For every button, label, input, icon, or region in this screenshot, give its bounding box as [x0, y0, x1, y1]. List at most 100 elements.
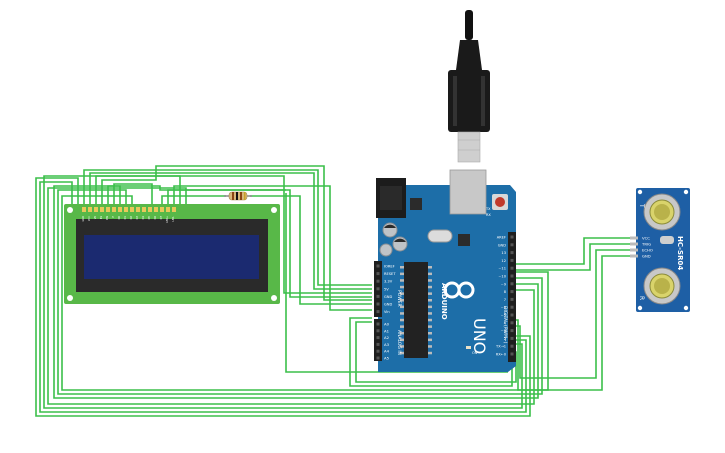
atmega-chip: [404, 262, 428, 358]
wire[interactable]: [349, 317, 513, 387]
lcd-pin[interactable]: [130, 207, 134, 212]
digital-pin[interactable]: [510, 266, 514, 270]
lcd-pin-label: D0: [118, 216, 121, 220]
lcd-pin[interactable]: [100, 207, 104, 212]
digital-pin[interactable]: [510, 282, 514, 286]
reset-button[interactable]: [495, 197, 505, 207]
analog-pin[interactable]: [376, 322, 380, 326]
sensor-pin[interactable]: [630, 242, 638, 246]
wire[interactable]: [101, 165, 372, 301]
wire[interactable]: [250, 195, 372, 305]
digital-pin-label: 2: [504, 337, 506, 341]
wire[interactable]: [57, 189, 543, 395]
analog-pin[interactable]: [376, 329, 380, 333]
wire[interactable]: [512, 255, 632, 391]
analog-pin-label: A2: [384, 335, 390, 340]
digital-pin[interactable]: [510, 305, 514, 309]
digital-pin[interactable]: [510, 321, 514, 325]
digital-pin[interactable]: [510, 290, 514, 294]
wire[interactable]: [53, 185, 539, 399]
power-pin[interactable]: [376, 302, 380, 306]
digital-pin[interactable]: [510, 235, 514, 239]
digital-pin[interactable]: [510, 251, 514, 255]
cable-strain: [465, 10, 473, 40]
digital-pin[interactable]: [510, 258, 514, 262]
power-pin[interactable]: [376, 264, 380, 268]
analog-pin[interactable]: [376, 356, 380, 360]
digital-pin[interactable]: [510, 243, 514, 247]
digital-pin-label: 8: [504, 290, 507, 294]
lcd-pin[interactable]: [136, 207, 140, 212]
lcd-pin[interactable]: [112, 207, 116, 212]
wire[interactable]: [43, 175, 523, 409]
wire[interactable]: [113, 183, 153, 210]
analog-pin[interactable]: [376, 349, 380, 353]
power-pin[interactable]: [376, 287, 380, 291]
sensor-pin-label: GND: [642, 254, 651, 259]
lcd-pin[interactable]: [142, 207, 146, 212]
power-pin-label: 5V: [384, 287, 389, 291]
lcd-pin[interactable]: [118, 207, 122, 212]
cable-boot: [456, 40, 482, 70]
lcd-pin[interactable]: [160, 207, 164, 212]
wire[interactable]: [167, 189, 286, 210]
analog-pin[interactable]: [376, 342, 380, 346]
digital-pin[interactable]: [510, 352, 514, 356]
lcd-pin-label: D5: [148, 216, 151, 220]
lcd-pin[interactable]: [94, 207, 98, 212]
lcd-pin[interactable]: [154, 207, 158, 212]
wire[interactable]: [173, 185, 372, 311]
analog-header: [374, 319, 382, 361]
lcd-screen: [84, 235, 259, 279]
power-pin[interactable]: [376, 272, 380, 276]
wire[interactable]: [514, 237, 632, 265]
sensor-pin[interactable]: [630, 236, 638, 240]
power-pin[interactable]: [376, 279, 380, 283]
lcd-pin[interactable]: [148, 207, 152, 212]
wire[interactable]: [35, 177, 531, 417]
digital-pin[interactable]: [510, 297, 514, 301]
digital-pin[interactable]: [510, 329, 514, 333]
power-pin[interactable]: [376, 310, 380, 314]
wire[interactable]: [47, 187, 535, 405]
digital-pin-label: ~10: [498, 275, 506, 279]
rx-label: RX: [486, 213, 491, 217]
resistor[interactable]: [224, 191, 252, 201]
mount-hole: [67, 207, 73, 213]
lcd-pin[interactable]: [166, 207, 170, 212]
lcd-pin[interactable]: [88, 207, 92, 212]
lcd-pin[interactable]: [172, 207, 176, 212]
digital-pin[interactable]: [510, 336, 514, 340]
analog-pin[interactable]: [376, 336, 380, 340]
sensor-pin[interactable]: [630, 254, 638, 258]
wire[interactable]: [61, 195, 549, 391]
digital-header: [508, 232, 516, 362]
lcd-pin[interactable]: [106, 207, 110, 212]
sensor-model-label: HC-SR04: [676, 236, 684, 270]
power-pin-label: GND: [384, 303, 392, 307]
wire[interactable]: [39, 181, 527, 413]
wire[interactable]: [514, 243, 632, 271]
sensor-pin[interactable]: [630, 248, 638, 252]
digital-pin[interactable]: [510, 344, 514, 348]
sensor-pin-label: VCC: [642, 236, 650, 241]
usb-cable[interactable]: [448, 10, 490, 163]
transducer-t: [643, 193, 681, 231]
analog-pin-label: A0: [384, 322, 390, 327]
digital-pin-label: AREF: [497, 236, 506, 240]
tx-label: TX: [485, 207, 491, 211]
lcd-pin-label: VCC: [88, 216, 91, 221]
wire[interactable]: [83, 169, 372, 286]
transducer-r: [643, 267, 681, 305]
digital-pin[interactable]: [510, 274, 514, 278]
lcd-pin[interactable]: [124, 207, 128, 212]
lcd-pin[interactable]: [82, 207, 86, 212]
digital-pin-label: ~5: [501, 314, 506, 318]
digital-pin[interactable]: [510, 313, 514, 317]
power-pin[interactable]: [376, 294, 380, 298]
